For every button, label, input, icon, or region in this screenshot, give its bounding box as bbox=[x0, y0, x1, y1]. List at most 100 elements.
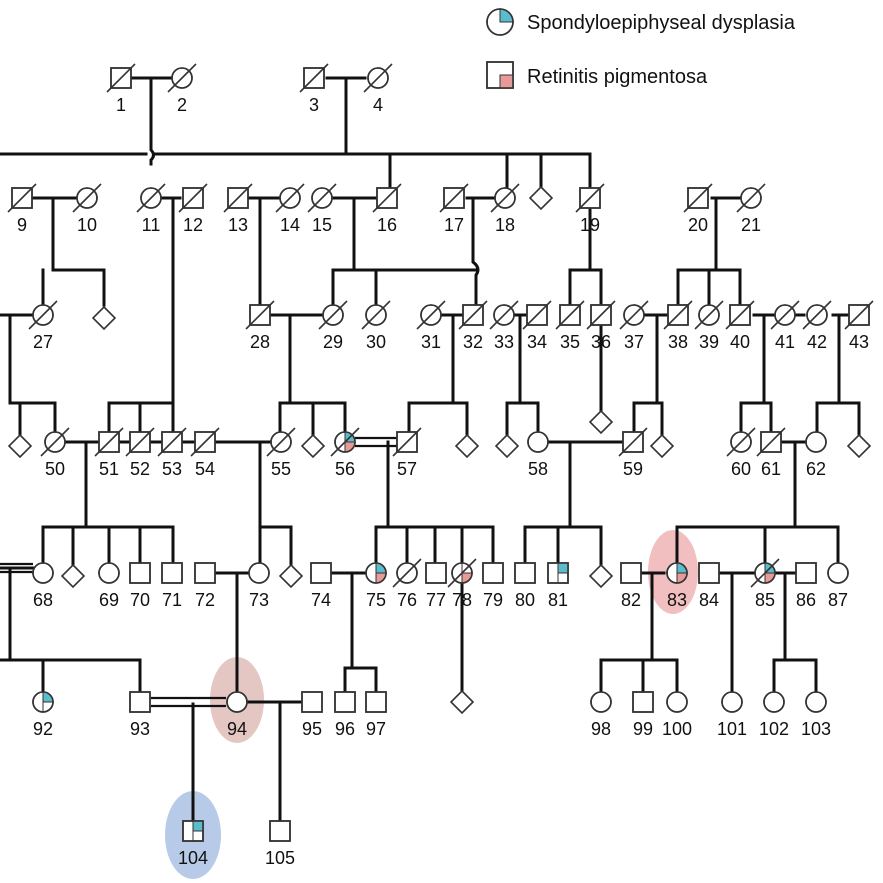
individual-39: 39 bbox=[694, 300, 724, 352]
individual-label: 59 bbox=[623, 459, 643, 479]
deceased-slash bbox=[802, 300, 832, 330]
individual-14: 14 bbox=[275, 183, 305, 235]
individual-label: 30 bbox=[366, 332, 386, 352]
individual-label: 77 bbox=[426, 590, 446, 610]
diamond-symbol bbox=[278, 563, 304, 589]
individual-52: 52 bbox=[125, 427, 155, 479]
individual-label: 100 bbox=[662, 719, 692, 739]
deceased-slash bbox=[245, 300, 275, 330]
individual-label: 32 bbox=[463, 332, 483, 352]
individual-28: 28 bbox=[245, 300, 275, 352]
individual-96: 96 bbox=[334, 691, 356, 739]
individual-40: 40 bbox=[725, 300, 755, 352]
individual-85: 85 bbox=[750, 558, 780, 610]
spondylo-quadrant bbox=[376, 563, 386, 573]
individual-label: 83 bbox=[667, 590, 687, 610]
male-symbol bbox=[310, 562, 332, 584]
deceased-slash bbox=[392, 558, 422, 588]
diamond-symbol bbox=[528, 185, 554, 211]
individual-label: 93 bbox=[130, 719, 150, 739]
individual-label: 11 bbox=[142, 215, 161, 235]
male-symbol bbox=[425, 562, 447, 584]
spondylo-quadrant bbox=[677, 563, 687, 573]
individual-12: 12 bbox=[178, 183, 208, 235]
individual-label: 43 bbox=[849, 332, 869, 352]
individual-30: 30 bbox=[361, 300, 391, 352]
individual-label: 73 bbox=[249, 590, 269, 610]
deceased-slash bbox=[167, 63, 197, 93]
retinitis-quadrant bbox=[677, 573, 687, 583]
legend: Spondyloepiphyseal dysplasia Retinitis p… bbox=[486, 8, 796, 89]
individual-84: 84 bbox=[698, 562, 720, 610]
spondylo-quadrant bbox=[193, 821, 203, 831]
retinitis-quadrant bbox=[376, 573, 386, 583]
individual-69: 69 bbox=[98, 562, 120, 610]
individual-label: 80 bbox=[515, 590, 535, 610]
deceased-slash bbox=[275, 183, 305, 213]
deceased-slash bbox=[94, 427, 124, 457]
individual-81: 81 bbox=[547, 562, 569, 610]
individual-76: 76 bbox=[392, 558, 422, 610]
individual-label: 81 bbox=[548, 590, 568, 610]
deceased-slash bbox=[756, 427, 786, 457]
deceased-slash bbox=[619, 300, 649, 330]
individual-label: 18 bbox=[495, 215, 515, 235]
individual-label: 61 bbox=[761, 459, 781, 479]
individual-label: 99 bbox=[633, 719, 653, 739]
deceased-slash bbox=[299, 63, 329, 93]
deceased-slash bbox=[618, 427, 648, 457]
legend-spondylo-symbol bbox=[486, 8, 514, 36]
deceased-slash bbox=[770, 300, 800, 330]
individual-99: 99 bbox=[632, 691, 654, 739]
diamond-symbol bbox=[91, 305, 117, 331]
individual-label: 52 bbox=[130, 459, 150, 479]
legend-spondylo-label: Spondyloepiphyseal dysplasia bbox=[527, 12, 796, 34]
individual-50: 50 bbox=[40, 427, 70, 479]
individual-label: 97 bbox=[366, 719, 386, 739]
diamond-symbol bbox=[449, 689, 475, 715]
individual-label: 69 bbox=[99, 590, 119, 610]
individual-label: 95 bbox=[302, 719, 322, 739]
individual-label: 4 bbox=[373, 95, 383, 115]
deceased-slash bbox=[663, 300, 693, 330]
individual-label: 101 bbox=[717, 719, 747, 739]
individual-label: 28 bbox=[250, 332, 270, 352]
deceased-slash bbox=[447, 558, 477, 588]
individual-label: 78 bbox=[452, 590, 472, 610]
individual-18: 18 bbox=[490, 183, 520, 235]
individual-label: 87 bbox=[828, 590, 848, 610]
diamond-symbol bbox=[494, 433, 520, 459]
individual-label: 103 bbox=[801, 719, 831, 739]
individual-59: 59 bbox=[618, 427, 648, 479]
individual-51: 51 bbox=[94, 427, 124, 479]
individual-13: 13 bbox=[223, 183, 253, 235]
diamond-symbol bbox=[60, 563, 86, 589]
deceased-slash bbox=[586, 300, 616, 330]
individual-68: 68 bbox=[32, 562, 54, 610]
individual-label: 75 bbox=[366, 590, 386, 610]
male-symbol bbox=[269, 820, 291, 842]
individual-105: 105 bbox=[265, 820, 295, 868]
spondylo-quadrant bbox=[43, 692, 53, 702]
individual-55: 55 bbox=[266, 427, 296, 479]
individual-9: 9 bbox=[7, 183, 37, 235]
individual-label: 85 bbox=[755, 590, 775, 610]
individual-label: 51 bbox=[99, 459, 119, 479]
individual-42: 42 bbox=[802, 300, 832, 352]
individual-label: 58 bbox=[528, 459, 548, 479]
individual-94: 94 bbox=[226, 691, 248, 739]
deceased-slash bbox=[555, 300, 585, 330]
individual-4: 4 bbox=[363, 63, 393, 115]
male-symbol bbox=[482, 562, 504, 584]
deceased-slash bbox=[416, 300, 446, 330]
individual-100: 100 bbox=[662, 691, 692, 739]
individual-label: 84 bbox=[699, 590, 719, 610]
deceased-slash bbox=[392, 427, 422, 457]
deceased-slash bbox=[28, 300, 58, 330]
diamond-symbol bbox=[649, 433, 675, 459]
male-symbol bbox=[129, 562, 151, 584]
individual-20: 20 bbox=[683, 183, 713, 235]
individual-86: 86 bbox=[795, 562, 817, 610]
spondylo-quadrant bbox=[558, 563, 568, 573]
individual-104: 104 bbox=[178, 820, 208, 868]
